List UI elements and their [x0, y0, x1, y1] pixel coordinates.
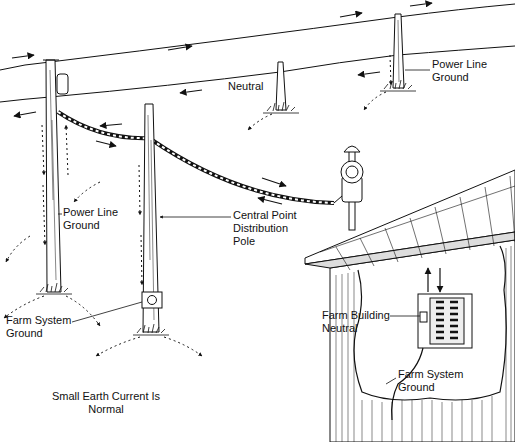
- distribution-pole: [148, 296, 157, 305]
- grass-tuft: [263, 102, 299, 113]
- ground-current-arrows: [390, 55, 391, 85]
- callout-label: Central Point Distribution Pole: [233, 209, 309, 248]
- earth-current: [164, 337, 202, 356]
- utility-pole: [50, 70, 56, 280]
- electric-meter: [344, 146, 360, 152]
- utility-pole: [43, 60, 68, 292]
- electric-meter: [341, 161, 363, 183]
- current-arrows: [439, 268, 440, 292]
- leader-line: [72, 302, 142, 322]
- ground-current-arrows: [42, 125, 44, 175]
- breaker-panel: [418, 294, 472, 348]
- callout-label: Farm System Ground: [398, 368, 468, 394]
- utility-pole: [57, 74, 68, 94]
- service-drop: [152, 140, 334, 203]
- utility-pole: [43, 60, 59, 61]
- current-arrows: [428, 268, 440, 292]
- current-arrows: [168, 46, 192, 50]
- leader-line: [58, 70, 430, 384]
- farm-building: [305, 170, 515, 442]
- breaker-panel: [430, 298, 464, 344]
- ground-current-arrows: [66, 125, 68, 175]
- leader-line: [386, 378, 396, 384]
- service-drop: [58, 112, 150, 138]
- wire-label: Neutral: [228, 80, 288, 93]
- electric-meter: [334, 146, 363, 230]
- earth-current: [364, 92, 386, 110]
- grass-tuft: [36, 283, 72, 294]
- power-wires: [0, 4, 515, 102]
- earth-current: [74, 182, 100, 202]
- current-arrows: [14, 112, 36, 116]
- earth-current: [96, 337, 140, 356]
- current-arrows: [180, 90, 202, 93]
- electric-meter: [346, 166, 358, 178]
- leader-line: [160, 217, 231, 218]
- current-arrows: [262, 178, 286, 186]
- ground-current-arrows: [141, 235, 142, 285]
- current-arrows: [358, 72, 380, 75]
- utility-pole: [393, 14, 404, 88]
- current-arrows: [12, 55, 34, 58]
- farm-building: [330, 240, 515, 442]
- earth-current: [248, 114, 272, 130]
- earth-current: [6, 236, 30, 262]
- distribution-pole: [148, 115, 154, 320]
- electric-meter: [334, 196, 342, 203]
- current-arrows: [427, 268, 428, 292]
- breaker-panel: [418, 294, 472, 348]
- utility-pole: [46, 60, 61, 292]
- grass-tuft: [133, 324, 169, 335]
- ground-current-arrows: [43, 185, 45, 245]
- distribution-pole: [142, 292, 162, 308]
- utility-pole: [393, 14, 404, 88]
- utility-pole: [276, 62, 286, 110]
- callout-label: Power Line Ground: [63, 206, 123, 232]
- current-arrows: [340, 13, 362, 17]
- utility-pole: [276, 62, 286, 110]
- farm-building: [305, 232, 515, 268]
- service-drop: [152, 140, 334, 203]
- leader-line: [58, 214, 62, 215]
- current-arrows: [410, 3, 432, 6]
- grass-tuft: [380, 80, 416, 91]
- callout-label: Farm System Ground: [6, 314, 74, 340]
- farm-building: [354, 246, 506, 400]
- note-label: Small Earth Current Is Normal: [50, 390, 162, 416]
- leader-line: [390, 316, 420, 317]
- callout-label: Power Line Ground: [432, 58, 494, 84]
- service-drop: [58, 112, 150, 138]
- ground-current-arrows: [139, 165, 140, 215]
- callout-label: Farm Building Neutral: [322, 309, 392, 335]
- farm-building: [336, 246, 511, 442]
- current-arrows: [100, 124, 122, 126]
- breaker-panel: [436, 302, 458, 338]
- power-wires: [0, 46, 515, 102]
- service-drop: [58, 112, 334, 203]
- current-arrows: [12, 3, 432, 204]
- utility-pole: [398, 20, 399, 82]
- current-arrows: [258, 198, 282, 204]
- leader-line: [405, 70, 430, 71]
- breaker-panel: [420, 312, 427, 322]
- current-arrows: [96, 141, 116, 146]
- distribution-pole: [142, 104, 162, 332]
